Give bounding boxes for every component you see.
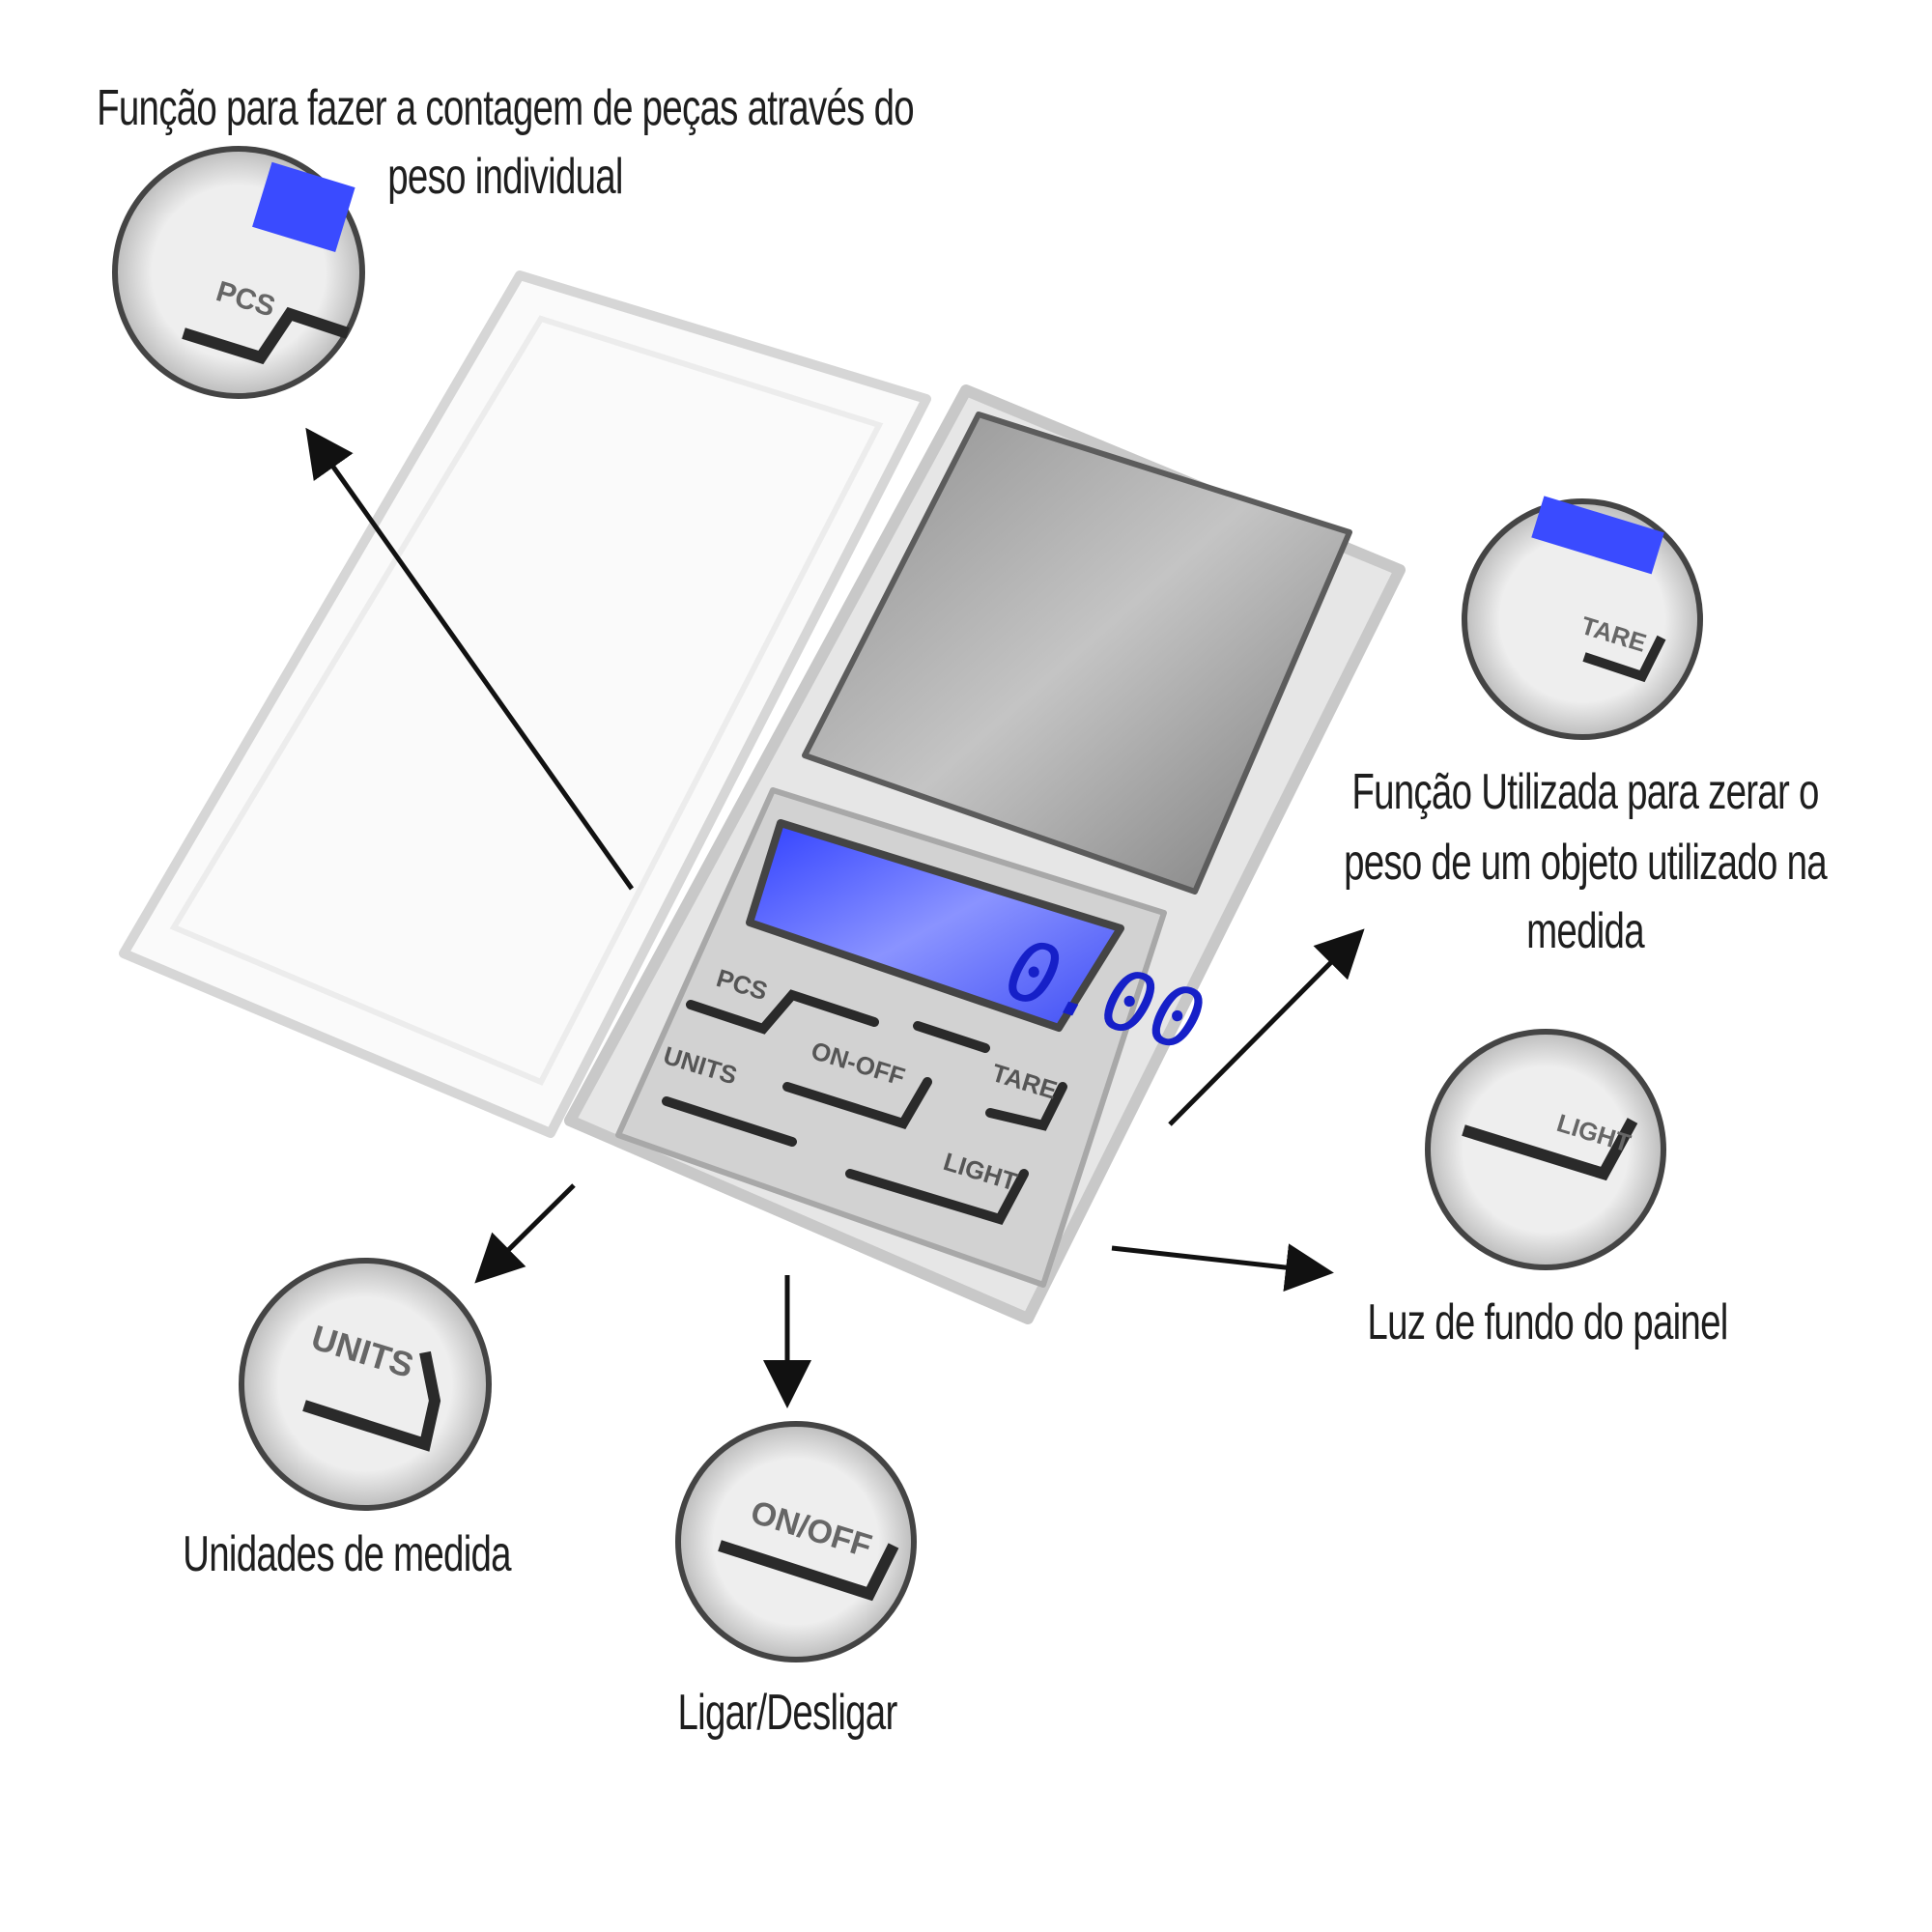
tare-caption-line1: Função Utilizada para zerar o [1351,764,1819,820]
pcs-button[interactable]: PCS [686,963,879,1035]
light-caption: Luz de fundo do painel [1367,1294,1728,1350]
weighing-pan [802,412,1352,895]
zoom-circle-pcs: PCS [112,146,365,399]
arrow-units [474,1183,576,1284]
arrow-pcs [305,427,635,891]
arrow-tare [1168,928,1365,1126]
tare-caption-line3: medida [1526,903,1645,959]
zoom-circle-tare: TARE [1462,496,1703,740]
zoom-circle-onoff: ON/OFF [675,1421,917,1662]
pcs-caption-line2: peso individual [387,149,623,205]
clear-lid [119,270,931,1138]
arrow-light [1111,1243,1334,1292]
zoom-circle-light: LIGHT [1425,1029,1666,1270]
lcd-display [746,819,1124,1032]
units-caption: Unidades de medida [183,1526,511,1582]
tare-caption-line2: peso de um objeto utilizado na [1344,835,1828,891]
pcs-caption-line1: Função para fazer a contagem de peças at… [97,80,915,136]
zoom-circle-units: UNITS [239,1258,492,1511]
onoff-caption: Ligar/Desligar [677,1685,897,1741]
